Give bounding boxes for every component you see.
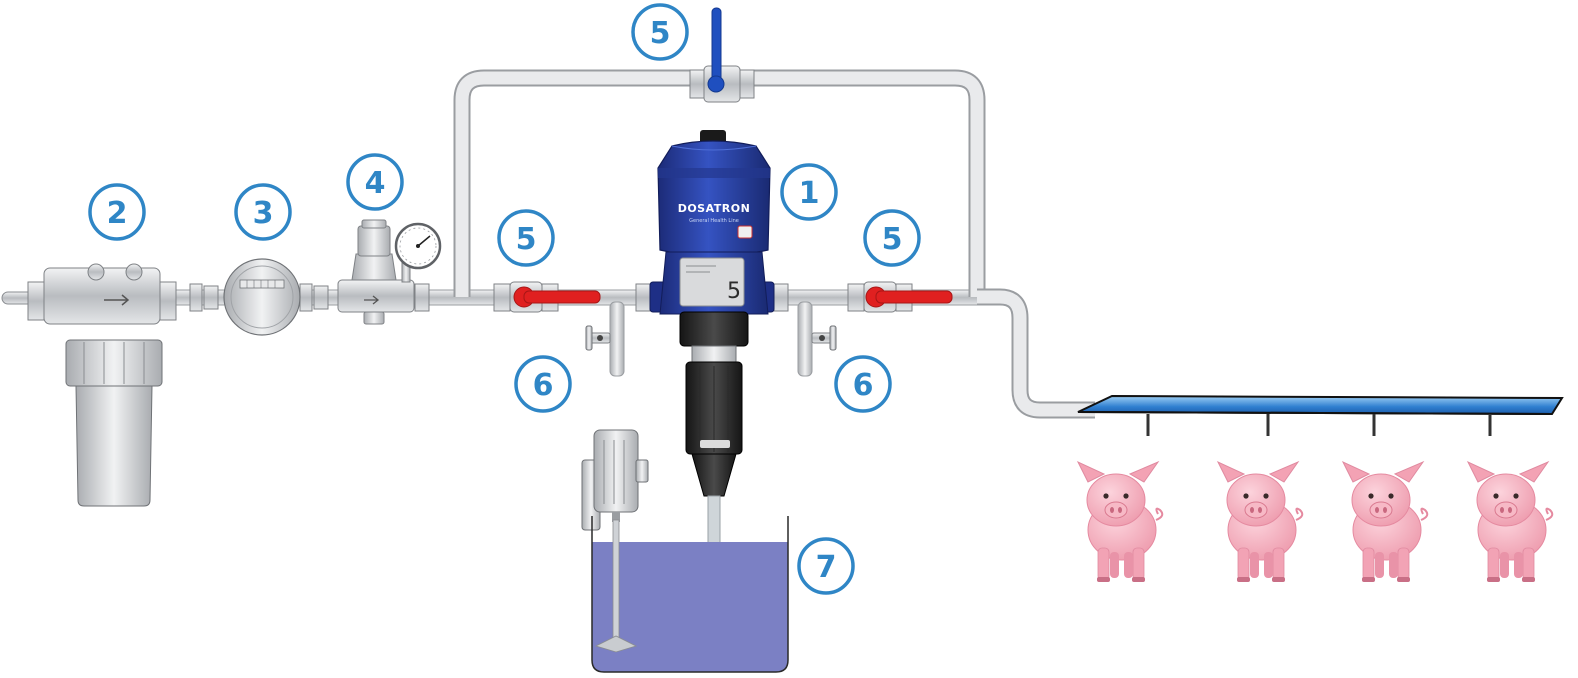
callout-inlet-drain: 6 (514, 355, 572, 413)
pig-icon (1467, 461, 1554, 583)
callout-solution-tank: 7 (797, 537, 855, 595)
callout-inlet-valve: 5 (497, 209, 555, 267)
callout-bypass-valve: 5 (631, 3, 689, 61)
pump-subtitle: General Health Line (689, 218, 739, 224)
outlet-drain (811, 325, 837, 351)
callout-dosing-pump: 1 (780, 163, 838, 221)
svg-text:6: 6 (533, 368, 554, 403)
ball-valve-icon (711, 7, 722, 85)
svg-text:5: 5 (882, 222, 903, 257)
bypass-valve (689, 7, 755, 103)
drinking-trough (1077, 394, 1564, 436)
filter (27, 263, 177, 507)
inlet-drain (585, 325, 611, 351)
solution-tank (581, 429, 789, 673)
svg-text:2: 2 (107, 196, 128, 231)
callout-water-meter: 3 (234, 183, 292, 241)
pig-icon (1342, 461, 1429, 583)
callout-outlet-valve: 5 (863, 209, 921, 267)
pig-icon (1077, 461, 1164, 583)
pressure-gauge-icon (394, 222, 442, 270)
mixer-motor-icon (581, 429, 649, 531)
livestock (1077, 461, 1554, 583)
svg-text:4: 4 (365, 166, 386, 201)
callout-filter: 2 (88, 183, 146, 241)
meter-counter (239, 279, 285, 289)
pressure-regulator (337, 219, 442, 325)
inlet-valve (493, 281, 601, 313)
flow-arrow-icon (104, 294, 130, 306)
svg-text:6: 6 (853, 368, 874, 403)
callouts: 1 2 3 4 5 5 5 6 (88, 3, 921, 595)
ball-valve-icon (875, 290, 953, 304)
svg-text:5: 5 (650, 16, 671, 51)
callout-pressure-regulator: 4 (346, 153, 404, 211)
ball-valve-icon (523, 290, 601, 304)
pump-model: 5 (727, 279, 741, 304)
svg-text:3: 3 (253, 196, 274, 231)
svg-text:7: 7 (816, 550, 837, 585)
suction-tube (707, 495, 721, 545)
outlet-valve (847, 281, 953, 313)
callout-outlet-drain: 6 (834, 355, 892, 413)
pump-label-plate (679, 257, 745, 307)
svg-text:5: 5 (516, 222, 537, 257)
pump-brand: DOSATRON (678, 202, 751, 215)
dosing-pump: DOSATRON General Health Line 5 (649, 130, 775, 545)
svg-text:1: 1 (799, 176, 820, 211)
water-meter (223, 258, 301, 336)
pig-icon (1217, 461, 1304, 583)
